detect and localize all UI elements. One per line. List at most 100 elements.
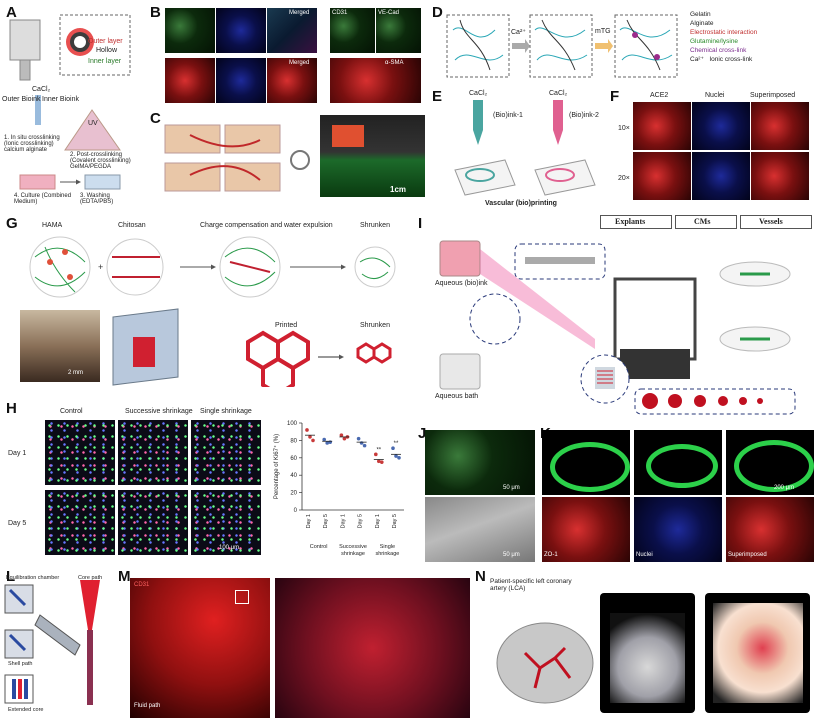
uv-label: UV [88, 120, 98, 127]
d-legend-item: Electrostatic interaction [690, 29, 758, 36]
j-fluorescence-image: 50 μm [425, 430, 535, 495]
x-tick-label: Day 1 [340, 514, 346, 528]
group-label: shrinkage [375, 551, 399, 557]
group-label: Single [380, 544, 395, 550]
m-fluid-label: Fluid path [134, 703, 161, 709]
c-red-construct [332, 125, 364, 147]
k-nuclei-label: Nuclei [636, 552, 653, 558]
x-tick-label: Day 5 [323, 514, 329, 528]
group-label: shrinkage [341, 551, 365, 557]
svg-text:+: + [98, 262, 103, 272]
f-super-10x [751, 102, 809, 150]
f-nuclei-10x [692, 102, 750, 150]
panel-d-schematic [446, 14, 678, 78]
n-title: Patient-specific left coronary artery (L… [490, 578, 572, 592]
b-merged-image-2: Merged [267, 58, 317, 103]
k-ring-1 [542, 430, 630, 495]
f-nuclei-header: Nuclei [705, 92, 725, 99]
h-row-day1: Day 1 [8, 450, 27, 457]
m-zoom-image [275, 578, 470, 718]
m-cd31-label: CD31 [134, 582, 150, 588]
l-nozzle-schematic [4, 580, 100, 705]
k-superimposed-image: Superimposed [726, 497, 814, 562]
panel-e: CaCl₂ CaCl₂ (Bio)ink-1 (Bio)ink-2 Vascul… [445, 90, 605, 210]
d-legend: Gelatin Alginate Electrostatic interacti… [690, 10, 815, 64]
panel-label-g: G [6, 215, 18, 232]
n-print-photo [600, 593, 695, 713]
g-printing-schematic [112, 308, 392, 387]
b-vecad-zoom: VE-Cad [376, 8, 421, 53]
x-tick-label: Day 1 [306, 514, 312, 528]
x-tick-label: Day 5 [392, 514, 398, 528]
l-core-label: Core path [78, 575, 103, 581]
b-cd31-image [165, 8, 215, 53]
b-nuclei-image-2 [216, 58, 266, 103]
b-merged-label: Merged [289, 10, 310, 16]
hollow-label: Hollow [96, 47, 118, 54]
data-point [391, 446, 395, 451]
panel-label-n: N [475, 568, 486, 585]
b-nuclei-image [216, 8, 266, 53]
f-mag10: 10× [618, 125, 630, 132]
y-tick-label: 60 [290, 456, 297, 462]
d-mtg-label: mTG [595, 28, 611, 35]
e-cacl2-left: CaCl₂ [469, 90, 488, 97]
n-perfused-photo [705, 593, 810, 713]
k-ring-3: 200 μm [726, 430, 814, 495]
b-cd31-zoom: CD31 [330, 8, 375, 53]
data-point [374, 452, 378, 457]
significance-label: ** [376, 447, 381, 453]
b-vecad-label: VE-Cad [378, 10, 400, 16]
panel-d: Ca²⁺ mTG Gelatin Alginate Electrostatic … [445, 10, 815, 85]
step2-label: 2. Post-crosslinking (Covalent crosslink… [70, 152, 131, 170]
e-cacl2-right: CaCl₂ [549, 90, 568, 97]
data-point [397, 456, 401, 460]
panel-label-l: L [6, 568, 16, 585]
b-cd31-label: CD31 [332, 10, 348, 16]
inner-layer-label: Inner layer [88, 58, 122, 65]
panel-label-h: H [6, 400, 17, 417]
g-printed-label: Printed [275, 322, 298, 329]
data-point [305, 428, 309, 432]
i-bioprinter-schematic [439, 240, 796, 415]
d-legend-item: Alginate [690, 20, 714, 27]
panel-l: Equilibration chamber Core path Shell pa… [0, 575, 115, 723]
y-tick-label: 100 [287, 421, 298, 427]
data-point [325, 441, 329, 445]
f-nuclei-20x [692, 152, 750, 200]
h-control-day1 [45, 420, 115, 485]
f-superimposed-header: Superimposed [750, 92, 796, 99]
step4-label: 4. Culture (Combined Medium) [14, 193, 72, 205]
data-point [380, 460, 384, 464]
panel-label-b: B [150, 4, 161, 21]
panel-n: Patient-specific left coronary artery (L… [480, 578, 815, 718]
b-asma-label: α-SMA [385, 60, 404, 66]
b-asma-zoom: α-SMA [330, 58, 421, 103]
f-ace2-20x [633, 152, 691, 200]
y-tick-label: 20 [290, 491, 297, 497]
data-point [311, 438, 315, 443]
k-scale-label: 200 μm [774, 485, 795, 491]
panel-label-i: I [418, 215, 423, 232]
group-label: Successive [339, 544, 367, 550]
panel-label-m: M [118, 568, 131, 585]
f-ace2-10x [633, 102, 691, 150]
panel-e-schematic [454, 100, 596, 196]
y-tick-label: 80 [290, 438, 297, 444]
panel-label-a: A [6, 4, 17, 21]
k-ring-2 [634, 430, 722, 495]
outer-bioink-label: Outer Bioink [2, 96, 41, 103]
h-control-day5 [45, 490, 115, 555]
c-photo: 1cm [320, 115, 425, 197]
panel-i: Explants CMs Vessels Aqueous (bio)ink Aq… [425, 215, 815, 420]
d-legend-item: Ca²⁺ Ionic cross-link [690, 55, 815, 64]
x-tick-label: Day 1 [375, 514, 381, 528]
g-scale-label: 2 mm [68, 370, 83, 376]
d-legend-item: Glutamine/lysine [690, 38, 739, 45]
n-heart-model [496, 622, 594, 704]
h-single-day1 [191, 420, 261, 485]
g-network-schematic: + [29, 236, 396, 298]
m-overview-image: CD31 Fluid path [130, 578, 270, 718]
l-equil-label: Equilibration chamber [6, 575, 60, 581]
